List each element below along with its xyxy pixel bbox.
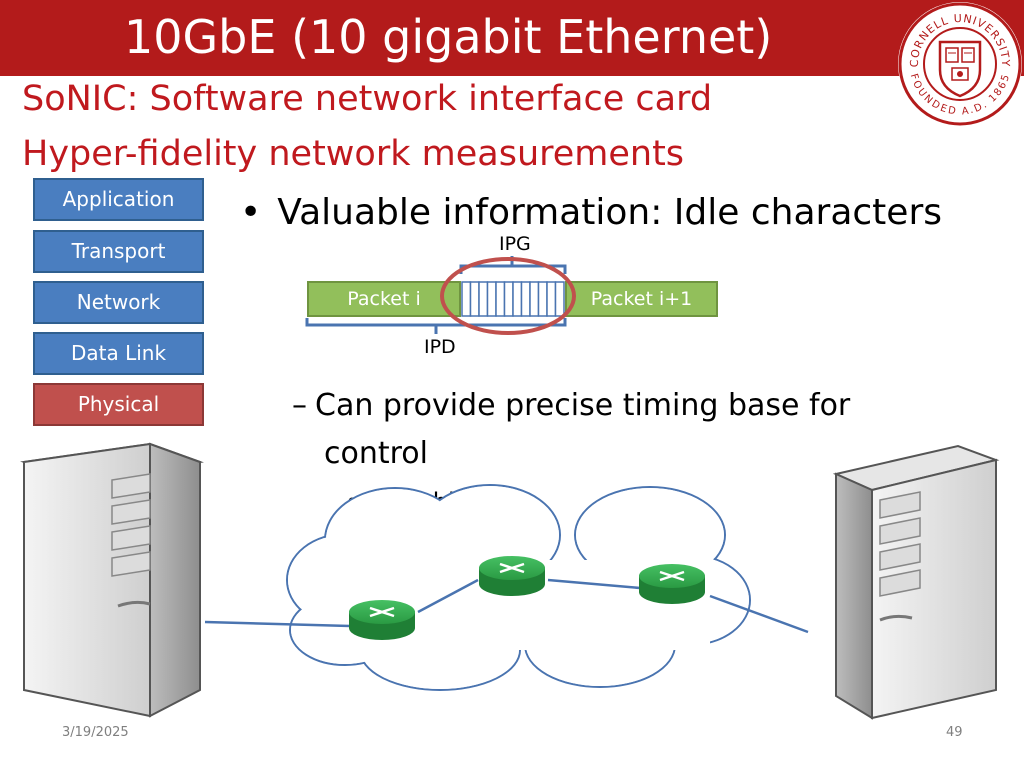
layer-data-link: Data Link <box>33 332 204 375</box>
layer-application: Application <box>33 178 204 221</box>
main-bullet: • Valuable information: Idle characters <box>240 189 942 237</box>
slide-subtitle-1: SoNIC: Software network interface card <box>22 79 713 119</box>
left-server <box>20 442 204 718</box>
router-2-icon <box>479 556 545 596</box>
packet-i: Packet i <box>307 281 461 317</box>
link-router-2-3 <box>547 578 641 590</box>
router-1-icon <box>349 600 415 640</box>
title-bar <box>0 0 1024 76</box>
layer-transport: Transport <box>33 230 204 273</box>
ipg-label: IPG <box>499 233 531 255</box>
link-router-1-2 <box>417 578 479 614</box>
ipd-label: IPD <box>424 336 456 358</box>
cornell-seal-logo: CORNELL UNIVERSITY FOUNDED A.D. 1865 <box>898 2 1022 126</box>
router-3-icon <box>639 564 705 604</box>
sub-bullet-text: Can provide precise timing base for <box>315 388 851 423</box>
sub-bullet-continuation: control <box>324 436 428 471</box>
right-server <box>832 444 1000 720</box>
link-router-3-server <box>709 594 809 634</box>
bullet-dot-icon: • <box>240 192 262 233</box>
dash-icon: – <box>292 388 307 423</box>
slide-subtitle-2: Hyper-fidelity network measurements <box>22 134 685 174</box>
slide-title: 10GbE (10 gigabit Ethernet) <box>124 10 773 64</box>
sub-bullet: –Can provide precise timing base for con… <box>292 382 932 478</box>
link-server-router-1 <box>204 620 351 628</box>
layer-network: Network <box>33 281 204 324</box>
main-bullet-text: Valuable information: Idle characters <box>277 192 943 233</box>
footer-date: 3/19/2025 <box>62 725 129 740</box>
footer-page-number: 49 <box>946 725 963 740</box>
layer-physical: Physical <box>33 383 204 426</box>
